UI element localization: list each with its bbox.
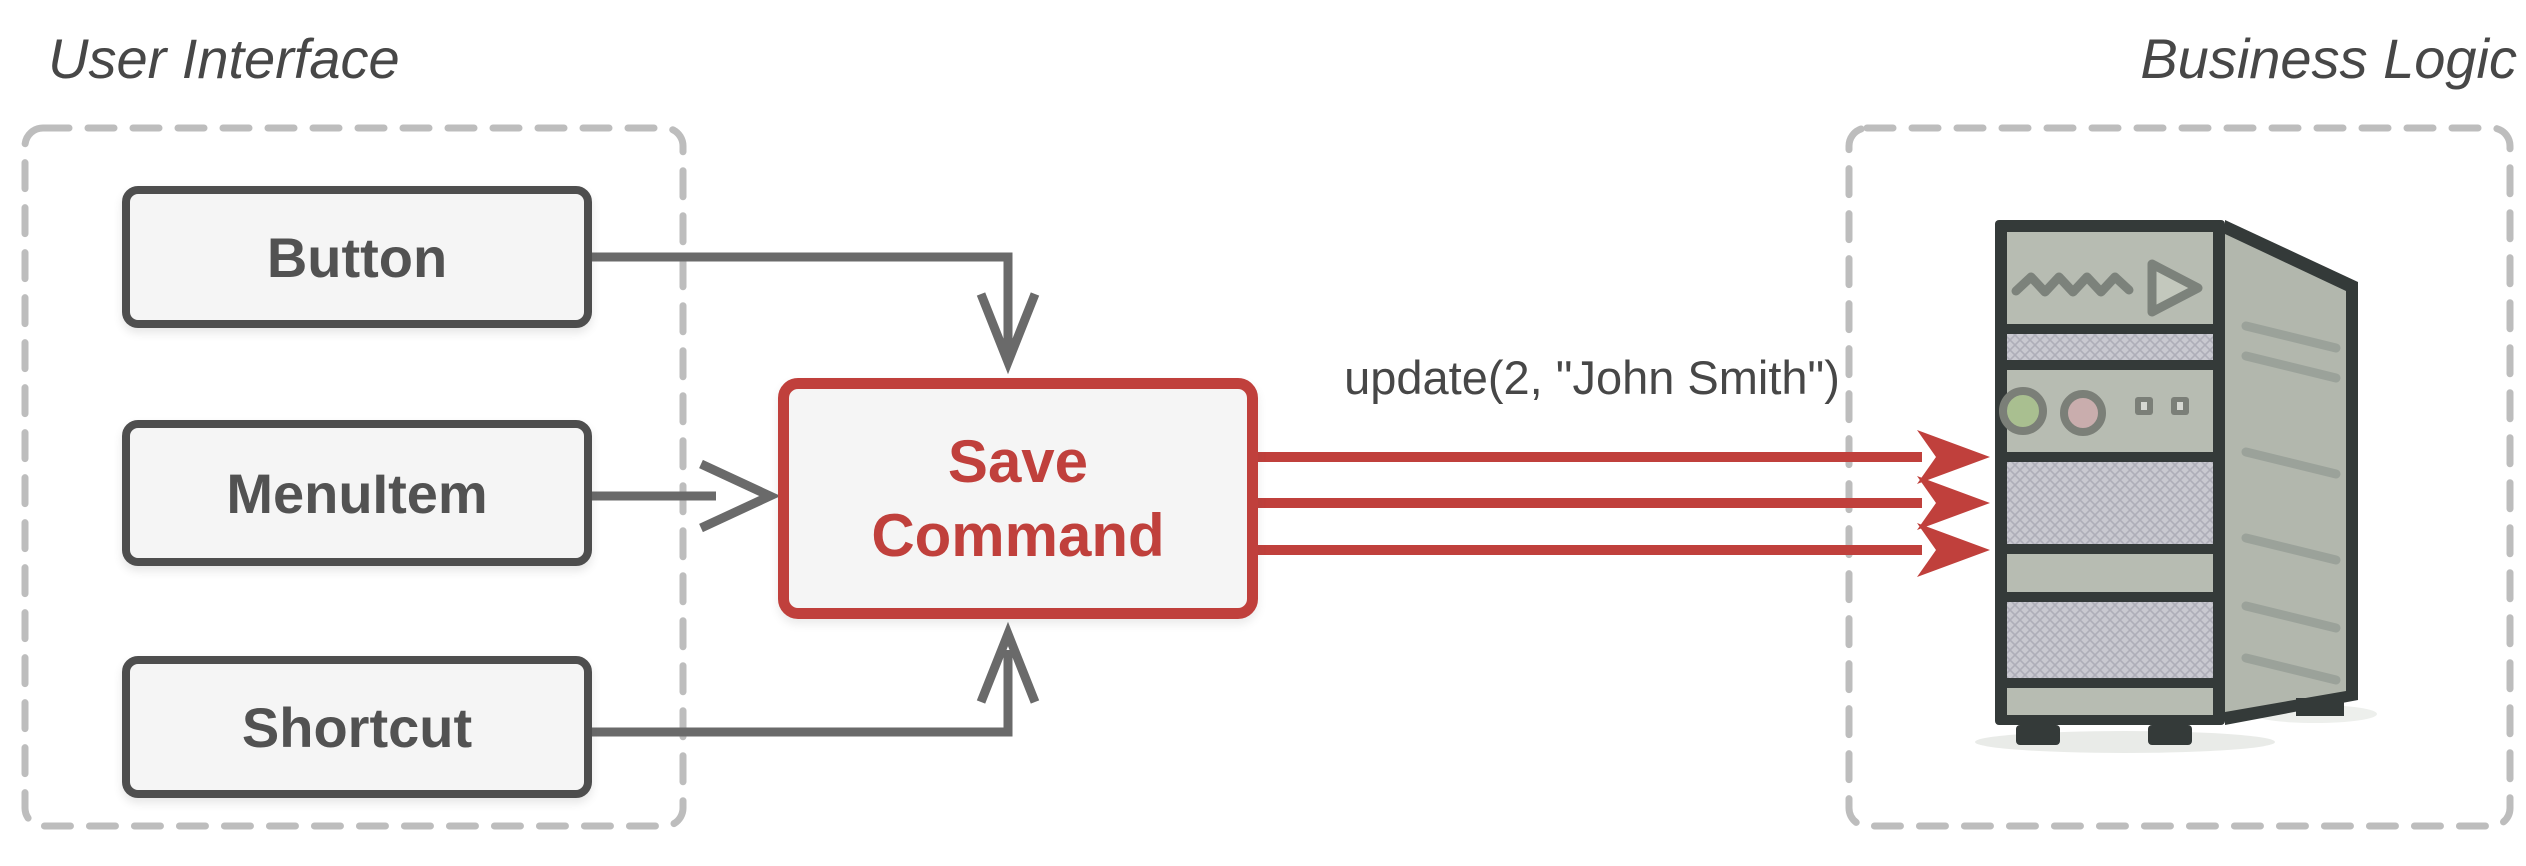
save-command-label-line1: Save	[947, 428, 1089, 496]
menuitem-node-label: MenuItem	[226, 461, 488, 525]
shortcut-node: Shortcut	[122, 656, 592, 798]
save-to-server-arrows	[1253, 430, 1990, 577]
vent-stripes-icon	[2241, 321, 2341, 685]
server-tower-icon	[1975, 220, 2377, 753]
arrowhead-up-icon	[976, 621, 1040, 704]
waveform-icon	[2011, 272, 2134, 297]
button-node: Button	[122, 186, 592, 328]
shortcut-to-save-arrow	[592, 621, 1040, 737]
bl-group-title: Business Logic	[2140, 27, 2517, 90]
bl-group-container	[1845, 124, 2514, 830]
arrowhead-right-icon	[699, 459, 781, 533]
green-led-icon	[1999, 387, 2047, 435]
button-node-label: Button	[266, 225, 448, 289]
arrowhead-down-icon	[976, 292, 1040, 375]
save-command-label-line2: Command	[871, 501, 1165, 569]
save-command-node: Save Command	[778, 378, 1258, 619]
shortcut-node-label: Shortcut	[241, 695, 473, 759]
red-arrowhead-icon	[1917, 430, 1990, 484]
button-to-save-arrow	[592, 252, 1040, 375]
menuitem-to-save-arrow	[592, 459, 781, 533]
menuitem-node: MenuItem	[122, 420, 592, 566]
red-arrowhead-icon	[1917, 476, 1990, 530]
red-arrowhead-icon	[1917, 523, 1990, 577]
port-icon	[2135, 397, 2189, 415]
play-icon	[2147, 259, 2203, 317]
update-message-label: update(2, "John Smith")	[1344, 351, 1840, 404]
ui-group-container	[21, 124, 687, 830]
pink-led-icon	[2060, 390, 2106, 436]
ui-group-title: User Interface	[48, 27, 400, 90]
